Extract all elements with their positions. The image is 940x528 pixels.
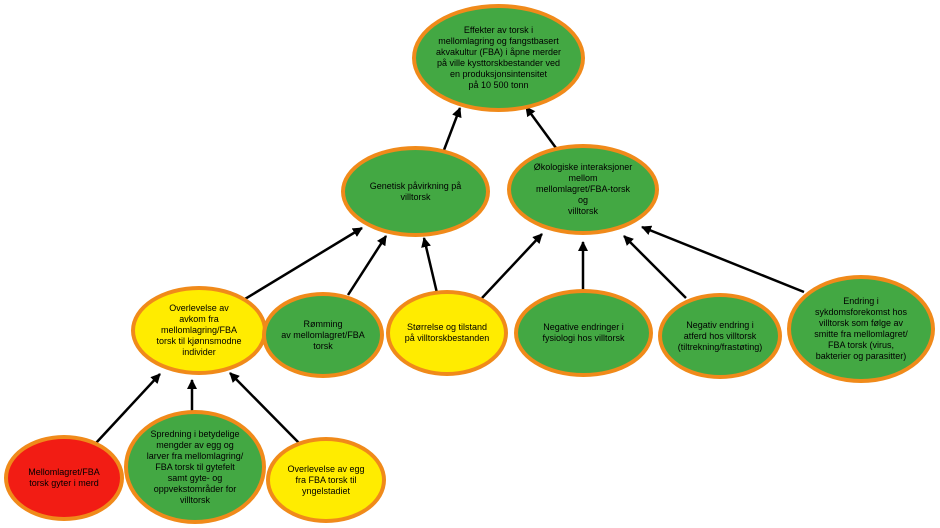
node-effekter: Effekter av torsk i mellomlagring og fan…: [412, 4, 585, 112]
arrow-sykdom-to-okologiske: [641, 225, 805, 294]
node-overlevelse-avkom: Overlevelse av avkom fra mellomlagring/F…: [131, 286, 267, 375]
arrow-egg-to-overlevelse: [229, 372, 301, 445]
node-spredning: Spredning i betydelige mengder av egg og…: [124, 410, 266, 524]
node-gyter: Mellomlagret/FBA torsk gyter i merd: [4, 435, 124, 521]
arrow-overlevelse-to-genetisk: [239, 226, 363, 304]
node-storrelse: Størrelse og tilstand på villtorskbestan…: [386, 290, 508, 376]
node-genetisk: Genetisk påvirkning på villtorsk: [341, 146, 490, 237]
arrow-atferd-to-okologiske: [623, 235, 687, 299]
arrow-storrelse-to-genetisk: [421, 237, 439, 294]
arrow-genetisk-to-effekter: [442, 107, 462, 151]
node-negative-fysiologi: Negative endringer i fysiologi hos villt…: [514, 289, 653, 377]
node-romming: Rømming av mellomlagret/FBA torsk: [262, 292, 384, 378]
node-sykdom: Endring i sykdomsforekomst hos villtorsk…: [787, 275, 935, 383]
arrow-gyter-to-overlevelse: [95, 373, 161, 444]
arrow-storrelse-to-okologiske: [481, 233, 543, 299]
node-okologiske: Økologiske interaksjoner mellom mellomla…: [507, 144, 659, 235]
arrow-romming-to-genetisk: [346, 235, 388, 296]
node-overlevelse-egg: Overlevelse av egg fra FBA torsk til yng…: [266, 437, 386, 523]
arrow-okologiske-to-effekter: [524, 106, 558, 149]
node-negativ-atferd: Negativ endring i atferd hos villtorsk (…: [658, 293, 782, 379]
